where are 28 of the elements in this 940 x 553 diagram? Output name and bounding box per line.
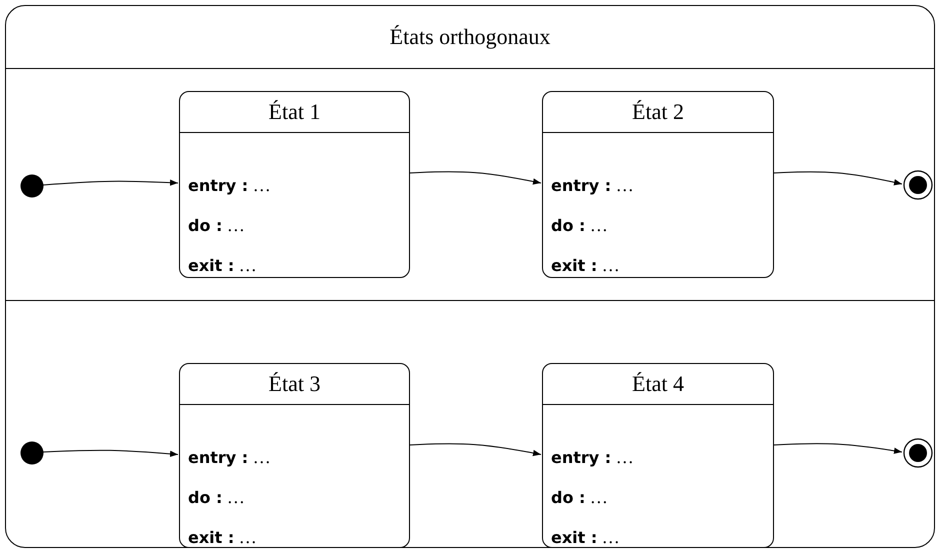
state-activity: do : …	[188, 486, 245, 509]
state-activity: entry : …	[551, 446, 634, 469]
state-activity: do : …	[551, 214, 608, 237]
state-name: État 1	[268, 99, 320, 124]
composite-state-frame	[5, 5, 935, 548]
state-activity: entry : …	[188, 446, 271, 469]
state-activity: exit : …	[188, 526, 257, 549]
state-activity: exit : …	[188, 254, 257, 277]
transition-arrow	[408, 443, 542, 456]
state-box	[542, 363, 774, 548]
state-title: États orthogonaux	[388, 24, 552, 50]
state-activity: do : …	[551, 486, 608, 509]
state-activity: exit : …	[551, 526, 620, 549]
state-name: État 4	[632, 371, 684, 396]
state-name: État 2	[632, 99, 684, 124]
transition-arrow	[772, 171, 902, 186]
state-box	[542, 91, 774, 278]
transition-arrow	[42, 450, 178, 458]
transition-arrow	[408, 171, 542, 185]
state-box	[179, 363, 410, 548]
transition-arrow	[42, 179, 178, 186]
state-activity: do : …	[188, 214, 245, 237]
state-activity: entry : …	[188, 174, 271, 197]
state-activity: entry : …	[551, 174, 634, 197]
state-name: État 3	[268, 371, 320, 396]
transition-arrow	[772, 443, 902, 454]
state-activity: exit : …	[551, 254, 620, 277]
state-box	[179, 91, 410, 278]
